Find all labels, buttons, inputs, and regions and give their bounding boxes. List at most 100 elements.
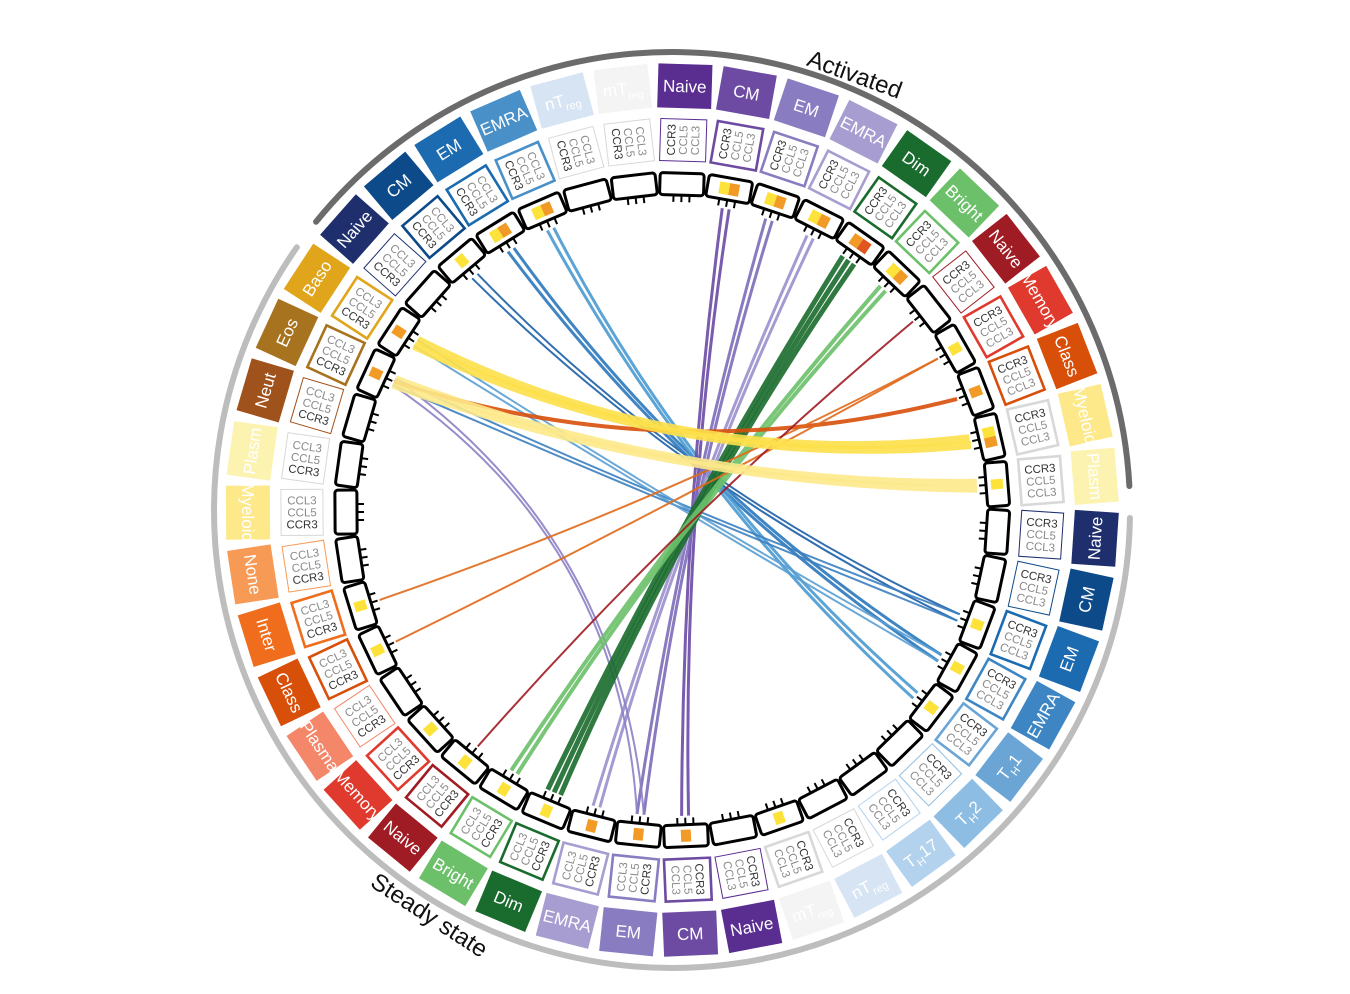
cell-type-label: Naive (1071, 509, 1119, 567)
tick (368, 591, 376, 596)
tick (916, 695, 924, 702)
expression-square (856, 238, 872, 255)
label-box (1007, 265, 1073, 335)
gene-ccl5: CCL5 (621, 127, 636, 158)
chemokine-box-border (714, 847, 769, 899)
cell-type-label: Naive (320, 194, 389, 264)
expression-square (983, 435, 998, 449)
cell-type-label: Inter (237, 602, 296, 667)
label-main: nT (543, 91, 567, 114)
cell-type-label: EMRA (535, 892, 599, 949)
gene-ccl3: CCL3 (615, 862, 630, 892)
tick (978, 476, 986, 479)
tick (462, 273, 469, 281)
expression-square (680, 829, 692, 842)
tick (725, 199, 729, 207)
tick (549, 793, 555, 802)
expression-square (718, 181, 731, 195)
chemokine-box-border (812, 808, 875, 868)
chemokine-box-border (498, 821, 561, 882)
chord (392, 384, 638, 815)
track-segment (658, 171, 706, 203)
chemokine-box-border (988, 609, 1048, 671)
tick (542, 790, 547, 798)
gene-ccl3: CCL3 (1027, 486, 1057, 500)
tick (979, 492, 987, 495)
chemokine-box-border (759, 130, 820, 188)
tick (581, 207, 586, 215)
label-subscript: reg (627, 88, 644, 102)
chemokine-box-border (962, 294, 1025, 360)
label-box (1010, 680, 1076, 750)
track-segment (407, 705, 454, 754)
track-box (379, 666, 423, 717)
cell-type-label: mTreg (593, 63, 653, 114)
tick (369, 420, 377, 425)
expression-square (990, 478, 1004, 490)
tick (367, 427, 375, 432)
expression-square (391, 324, 407, 340)
chord (413, 344, 939, 662)
tick (515, 777, 521, 785)
cell-type-label: Bright (418, 840, 488, 907)
tick (465, 742, 472, 749)
chemokine-box-border (987, 344, 1047, 407)
cell-type-label: Class (257, 658, 321, 727)
cell-type-label: TH1 (975, 732, 1044, 802)
expression-square (496, 781, 512, 798)
tick (646, 817, 650, 825)
chemokine-box-border (852, 175, 919, 240)
